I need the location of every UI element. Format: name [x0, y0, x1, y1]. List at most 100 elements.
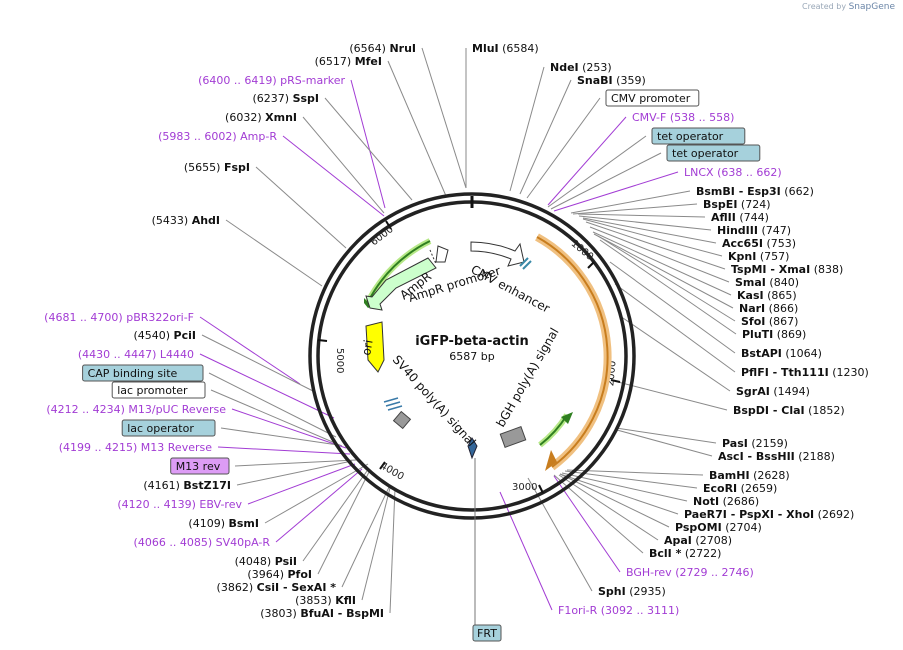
leader-line: [208, 372, 337, 438]
label-name: KasI: [737, 289, 764, 302]
label-name: EBV-rev: [199, 498, 242, 511]
leader-line: [553, 171, 679, 212]
label-position: (2935): [629, 585, 666, 598]
site-label-31: ApaI (2708): [664, 534, 732, 547]
primer-label-2: (6400 .. 6419) pRS-marker: [198, 74, 345, 87]
label-text: (4066 .. 4085) SV40pA-R: [134, 536, 271, 549]
label-text: (6400 .. 6419) pRS-marker: [198, 74, 345, 87]
leader-line: [225, 219, 323, 287]
label-position: (3092 .. 3111): [601, 604, 680, 617]
label-name: BstZ17I: [183, 479, 231, 492]
site-label-14: TspMI - XmaI (838): [731, 263, 843, 276]
leader-line: [302, 116, 385, 214]
site-label-19: (4109) BsmI: [188, 517, 259, 530]
label-name: CMV-F: [632, 111, 666, 124]
leader-line: [199, 316, 301, 385]
leader-line: [264, 463, 369, 524]
label-name: L4440: [160, 348, 194, 361]
site-label-16: KasI (865): [737, 289, 797, 302]
label-position: (3853): [295, 594, 332, 607]
label-text: SfoI (867): [741, 315, 798, 328]
label-name: SspI: [293, 92, 319, 105]
label-name: PfoI: [288, 568, 313, 581]
leader-line: [578, 215, 712, 231]
label-text: SnaBI (359): [577, 74, 646, 87]
label-position: (866): [769, 302, 799, 315]
frt-feature: [467, 436, 478, 460]
feature-box-text: CMV promoter: [611, 92, 691, 105]
label-position: (4120 .. 4139): [117, 498, 196, 511]
feature-box: [666, 144, 761, 162]
label-text: (5983 .. 6002) Amp-R: [158, 130, 277, 143]
feature-box-text: tet operator: [657, 130, 724, 143]
leader-line: [592, 231, 732, 296]
green-arrowhead-right: [561, 412, 573, 424]
label-name: M13/pUC Reverse: [128, 403, 226, 416]
label-name: PsiI: [275, 555, 297, 568]
label-text: BspDI - ClaI (1852): [733, 404, 845, 417]
leader-line: [236, 460, 353, 486]
label-position: (5655): [184, 161, 221, 174]
label-name: NruI: [389, 42, 416, 55]
feature-box-label-11: CAP binding site: [82, 364, 204, 382]
label-name: Amp-R: [240, 130, 277, 143]
label-text: PaeR7I - PspXI - XhoI (2692): [684, 508, 854, 521]
label-position: (4048): [235, 555, 272, 568]
label-text: BsmBI - Esp3I (662): [696, 185, 814, 198]
leader-line: [361, 487, 391, 601]
label-text: ApaI (2708): [664, 534, 732, 547]
label-position: (5983 .. 6002): [158, 130, 237, 143]
right-annotation-labels: MluI (6584) NdeI (253)SnaBI (359) CMV prom…: [472, 42, 869, 617]
feature-box-label-6: tet operator: [666, 144, 761, 162]
feature-box-text: M13 rev: [176, 460, 221, 473]
label-position: (6584): [502, 42, 539, 55]
site-label-19: PluTI (869): [742, 328, 806, 341]
site-label-25: (3803) BfuAI - BspMI: [260, 607, 384, 620]
label-position: (6032): [225, 111, 262, 124]
label-position: (538 .. 558): [670, 111, 735, 124]
ampr-promoter-dash: [429, 249, 437, 265]
leader-line: [519, 79, 572, 195]
label-text: F1ori-R (3092 .. 3111): [558, 604, 679, 617]
label-name: NotI: [693, 495, 719, 508]
site-label-9: (4540) PciI: [133, 329, 196, 342]
label-name: NdeI: [550, 61, 579, 74]
leader-line: [526, 97, 601, 199]
feature-box-text: CAP binding site: [88, 367, 178, 380]
tick-mark-5000: [317, 339, 328, 342]
tick-mark-4000: [379, 461, 386, 470]
sv40-polya-feature: [392, 410, 412, 430]
site-label-32: BclI * (2722): [649, 547, 721, 560]
label-position: (724): [741, 198, 771, 211]
leader-line: [547, 135, 647, 208]
label-text: PluTI (869): [742, 328, 806, 341]
label-name: BstAPI: [741, 347, 782, 360]
leader-line: [589, 226, 730, 283]
cmv-enhancer-feature: [470, 241, 525, 267]
site-label-21: PflFI - Tth111I (1230): [741, 366, 869, 379]
leader-line: [547, 116, 627, 206]
label-name: BfuAI - BspMI: [300, 607, 384, 620]
leader-line: [282, 135, 385, 217]
label-position: (6400 .. 6419): [198, 74, 277, 87]
orange-feature-arc-core: [536, 236, 609, 468]
primer-label-13: (4212 .. 4234) M13/pUC Reverse: [46, 403, 226, 416]
label-text: NdeI (253): [550, 61, 612, 74]
site-label-29: PaeR7I - PspXI - XhoI (2692): [684, 508, 854, 521]
label-text: TspMI - XmaI (838): [731, 263, 843, 276]
frt-label-box: FRT: [472, 458, 502, 642]
left-annotation-labels: (6564) NruI(6517) MfeI(6400 .. 6419) pRS…: [44, 42, 416, 620]
label-text: MluI (6584): [472, 42, 539, 55]
label-position: (753): [766, 237, 796, 250]
leader-line: [199, 353, 335, 419]
label-name: Acc65I: [722, 237, 763, 250]
feature-box: [121, 419, 216, 437]
label-position: (4430 .. 4447): [78, 348, 157, 361]
leader-line: [577, 213, 706, 218]
orange-arrowhead: [545, 450, 557, 471]
label-position: (662): [784, 185, 814, 198]
label-text: KasI (865): [737, 289, 797, 302]
label-name: PciI: [174, 329, 196, 342]
ampr-promoter-feature: [435, 245, 449, 263]
